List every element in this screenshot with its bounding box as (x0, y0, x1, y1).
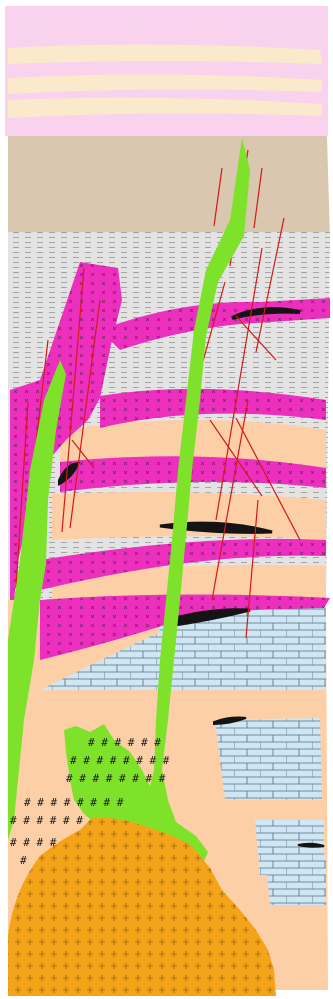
svg-text:# # # #: # # # # (10, 836, 57, 849)
svg-text:# # # # # # # #: # # # # # # # # (66, 772, 166, 785)
banded-pink-cream-layer (5, 6, 328, 136)
svg-text:#: # (20, 854, 27, 867)
svg-text:# # # # # #: # # # # # # (88, 736, 161, 749)
svg-text:# # # # # # # #: # # # # # # # # (24, 796, 124, 809)
svg-text:# # # # # #: # # # # # # (10, 814, 83, 827)
tan-overburden-layer (8, 136, 330, 240)
svg-text:# # # # # # # #: # # # # # # # # (70, 754, 170, 767)
